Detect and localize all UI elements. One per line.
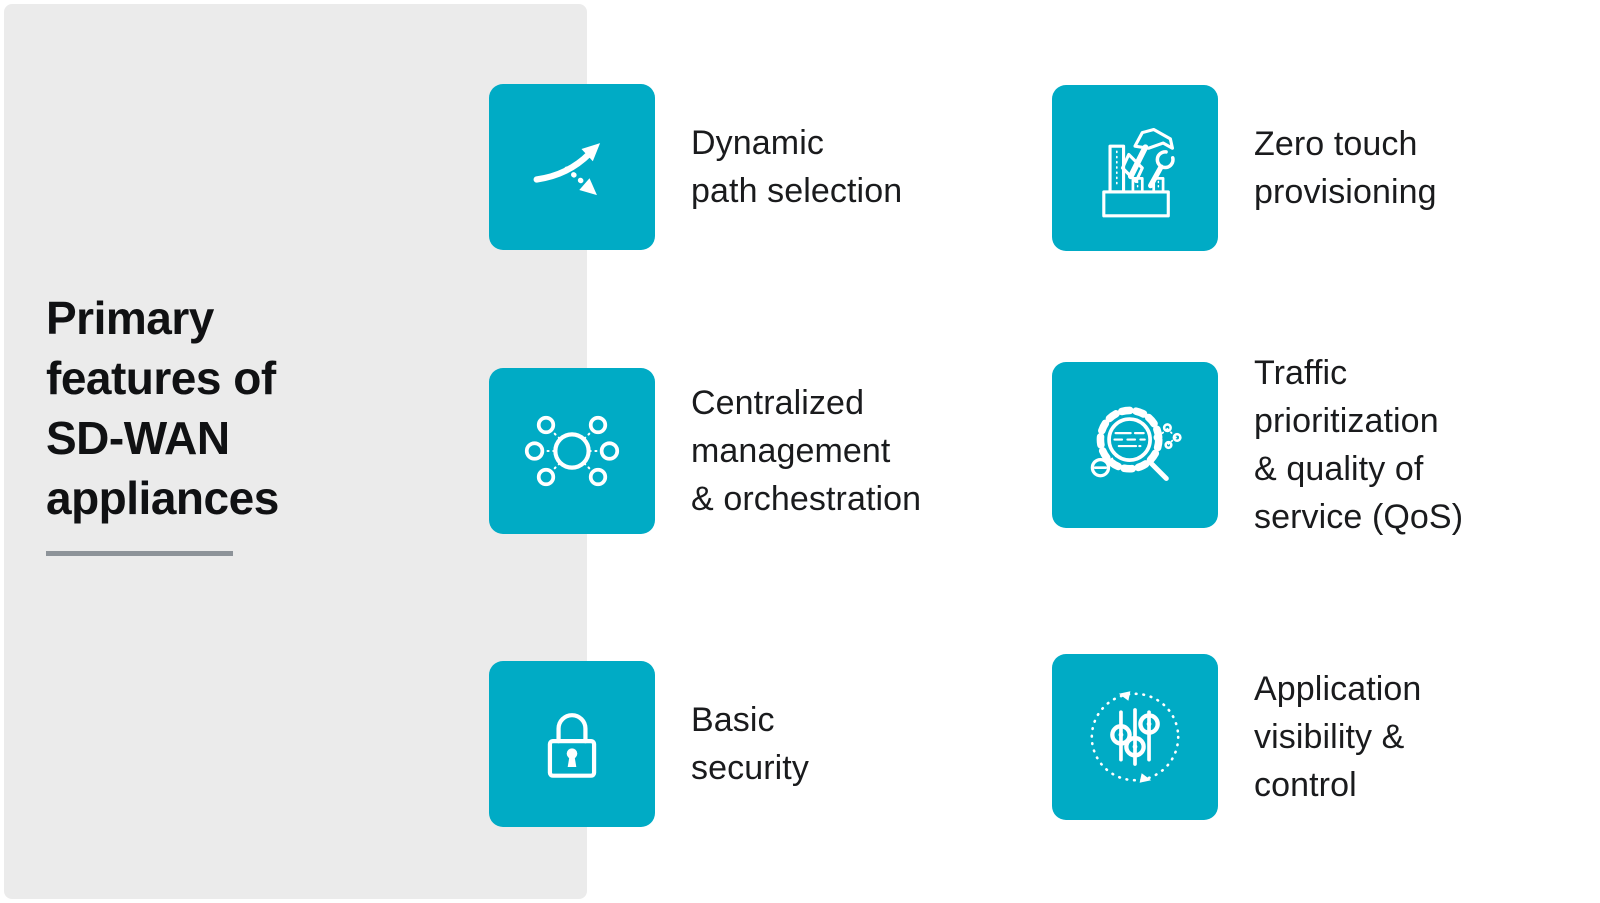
page-title-line: Primary <box>46 292 214 344</box>
feature-label: Traffic prioritization & quality of serv… <box>1254 349 1463 541</box>
feature-basic-security: Basic security <box>479 649 809 827</box>
feature-label-line: Centralized <box>691 384 865 422</box>
feature-centralized-management: Centralized management & orchestration <box>479 356 921 534</box>
feature-label-line: Traffic <box>1254 354 1348 392</box>
feature-tile <box>1052 362 1218 528</box>
feature-label-line: visibility & <box>1254 718 1405 756</box>
padlock-icon <box>547 713 597 778</box>
feature-zero-touch-provisioning: Zero touch provisioning <box>1052 85 1437 251</box>
feature-tile <box>479 356 655 534</box>
feature-label: Centralized management & orchestration <box>691 379 921 523</box>
feature-label-line: path selection <box>691 172 903 210</box>
gear-magnifier-icon <box>1090 406 1182 481</box>
page-title-line: features of <box>46 352 276 404</box>
feature-label-line: Zero touch <box>1254 125 1418 163</box>
feature-label-line: Dynamic <box>691 124 824 162</box>
feature-label-line: management <box>691 432 891 470</box>
page-title-line: SD-WAN <box>46 412 230 464</box>
feature-label: Basic security <box>691 696 809 792</box>
feature-label-line: control <box>1254 766 1357 804</box>
feature-label-line: service (QoS) <box>1254 498 1464 536</box>
page-title: Primary features of SD-WAN appliances <box>46 288 279 528</box>
feature-application-visibility-control: Application visibility & control <box>1052 654 1421 820</box>
feature-tile <box>1052 654 1218 820</box>
feature-label-line: Basic <box>691 701 775 739</box>
feature-label-line: provisioning <box>1254 173 1437 211</box>
page-title-line: appliances <box>46 472 279 524</box>
feature-label-line: security <box>691 749 809 787</box>
feature-dynamic-path-selection: Dynamic path selection <box>479 72 902 250</box>
feature-label-line: & quality of <box>1254 450 1424 488</box>
feature-tile <box>479 72 655 250</box>
feature-label-line: & orchestration <box>691 480 922 518</box>
title-underline <box>46 551 233 556</box>
feature-label-line: prioritization <box>1254 402 1439 440</box>
feature-label: Application visibility & control <box>1254 665 1421 809</box>
sliders-icon <box>1090 691 1180 783</box>
feature-label: Zero touch provisioning <box>1254 120 1437 216</box>
feature-traffic-prioritization-qos: Traffic prioritization & quality of serv… <box>1052 354 1463 536</box>
hub-network-icon <box>524 415 620 487</box>
feature-label: Dynamic path selection <box>691 119 902 215</box>
feature-label-line: Application <box>1254 670 1422 708</box>
feature-tile <box>479 649 655 827</box>
feature-tile <box>1052 85 1218 251</box>
split-arrows-icon <box>533 143 601 196</box>
tools-icon <box>1102 127 1175 218</box>
